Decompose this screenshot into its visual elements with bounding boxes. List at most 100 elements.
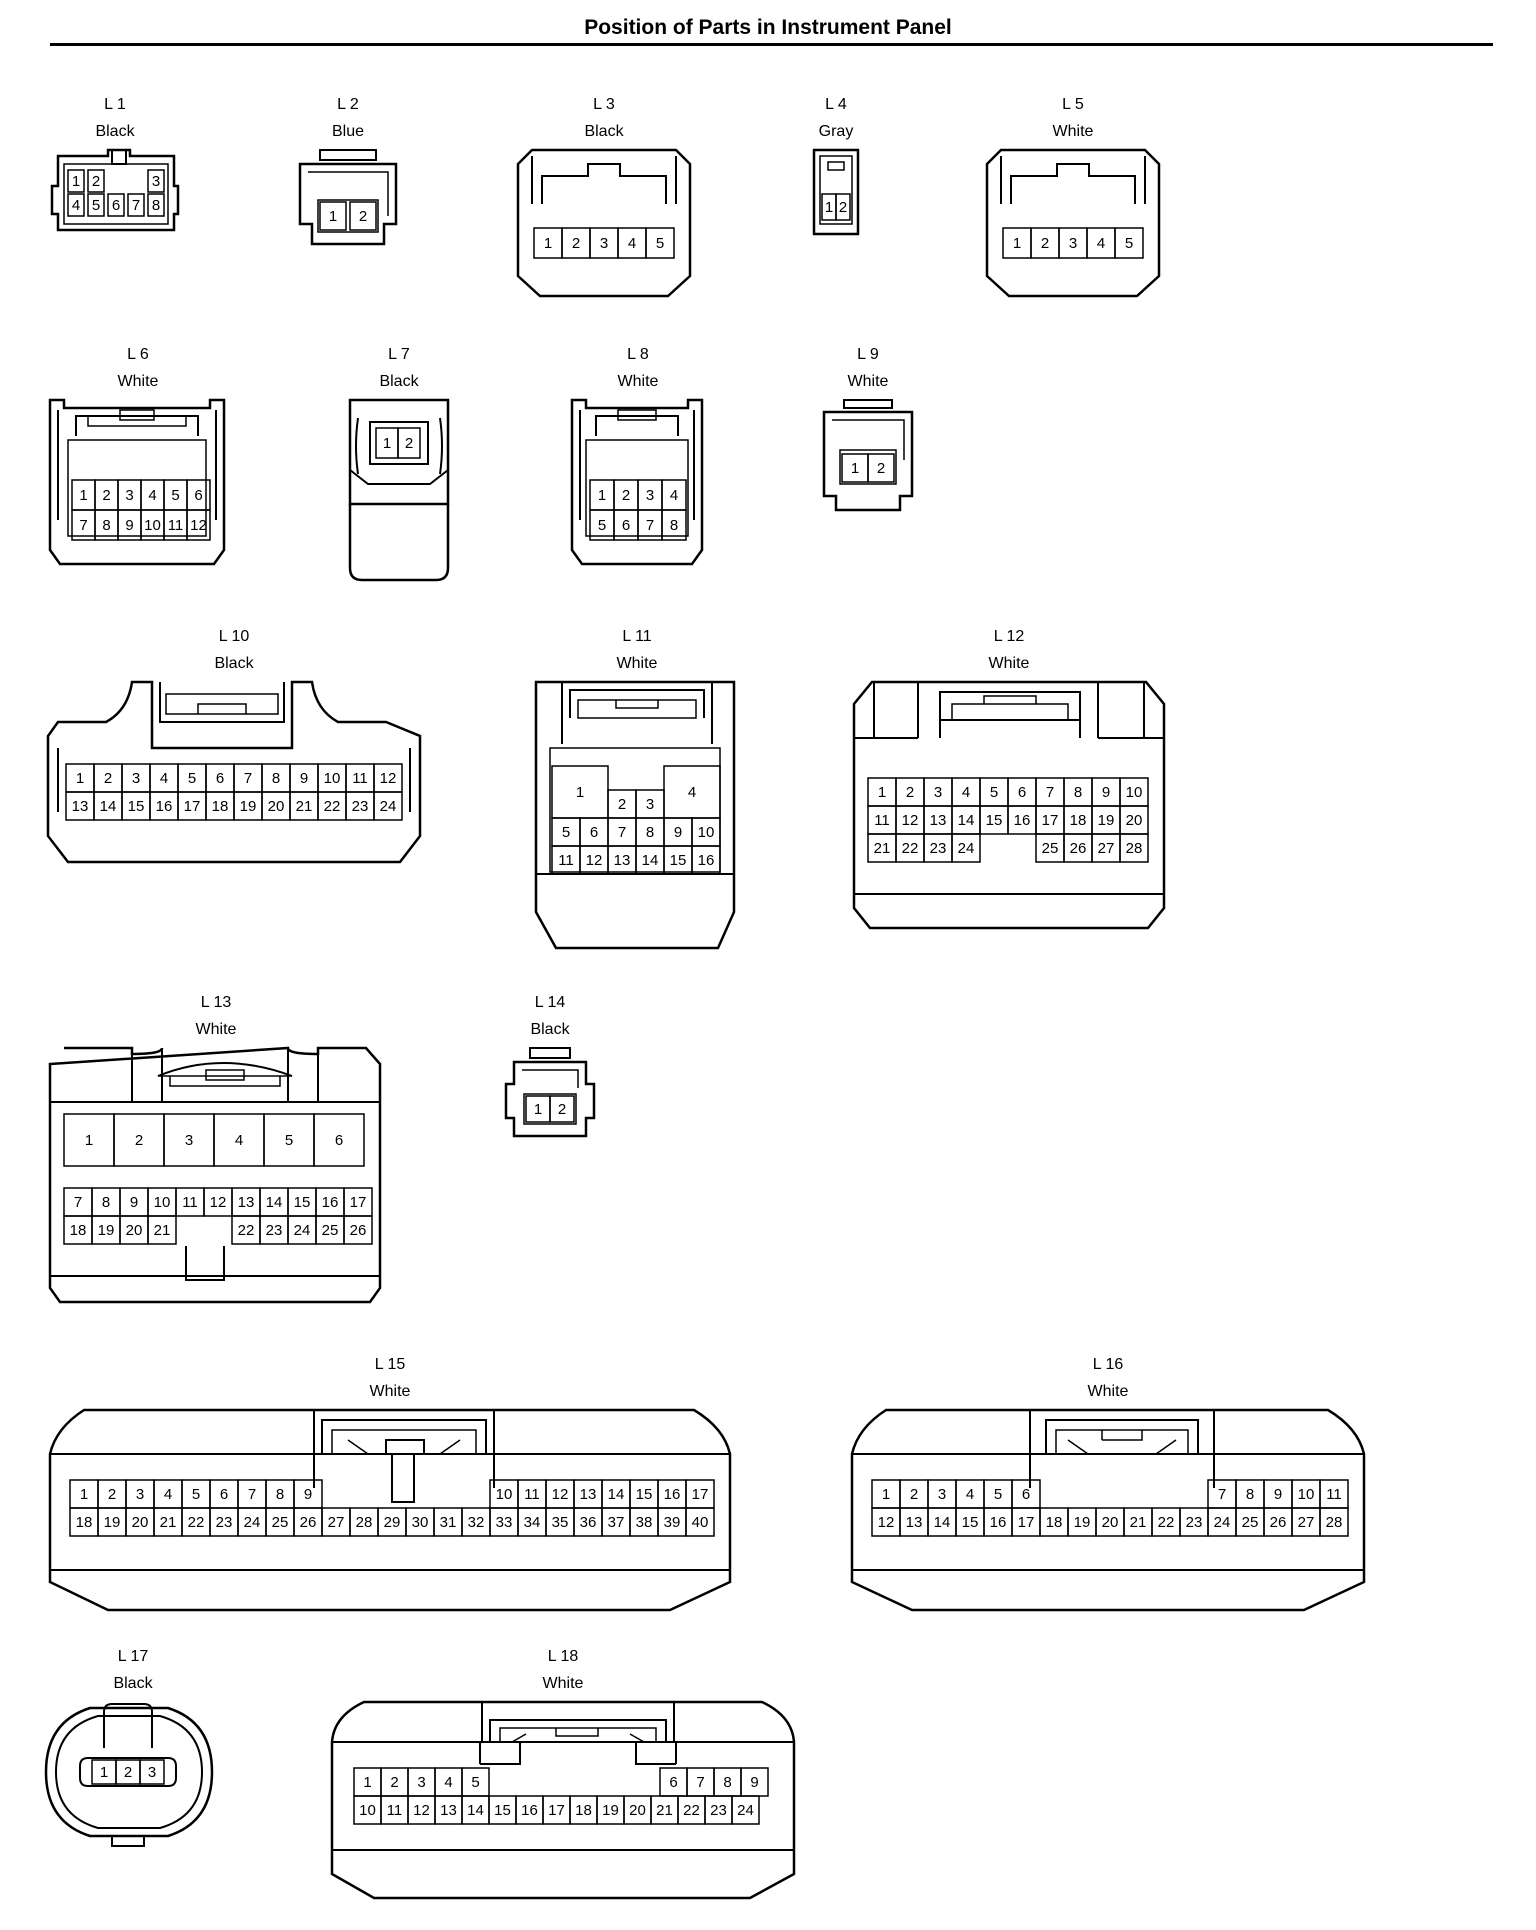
pin-number: 8 bbox=[1074, 784, 1082, 801]
pin-cell: 8 bbox=[635, 817, 665, 847]
pin-number: 9 bbox=[125, 517, 133, 534]
pin-number: 7 bbox=[618, 824, 626, 841]
pin-frame bbox=[867, 453, 895, 483]
pin-cell: 3 bbox=[1058, 227, 1088, 259]
pin-number: 14 bbox=[266, 1194, 283, 1211]
pin-number: 15 bbox=[128, 798, 145, 815]
pin-number: 1 bbox=[80, 1486, 88, 1503]
pin-cell: 6 bbox=[579, 817, 609, 847]
pin-number: 13 bbox=[238, 1194, 255, 1211]
pin-cell: 18 bbox=[1063, 805, 1093, 835]
pin-cell: 19 bbox=[1067, 1507, 1097, 1537]
pin-frame bbox=[835, 193, 851, 221]
pin-number: 15 bbox=[986, 812, 1003, 829]
pin-number: 8 bbox=[152, 197, 160, 214]
pin-number: 1 bbox=[878, 784, 886, 801]
pin-cell: 23 bbox=[704, 1795, 733, 1825]
pin-number: 24 bbox=[958, 840, 975, 857]
pin-cell: 19 bbox=[596, 1795, 625, 1825]
pin-frame bbox=[67, 193, 85, 217]
pin-number: 26 bbox=[1270, 1514, 1287, 1531]
pin-number: 3 bbox=[646, 487, 654, 504]
pin-number: 12 bbox=[878, 1514, 895, 1531]
pin-number: 16 bbox=[322, 1194, 339, 1211]
pin-number: 9 bbox=[130, 1194, 138, 1211]
pin-number: 14 bbox=[642, 852, 659, 869]
pin-number: 23 bbox=[930, 840, 947, 857]
pin-cell: 36 bbox=[573, 1507, 603, 1537]
pin-cell: 4 bbox=[1086, 227, 1116, 259]
pin-cell: 14 bbox=[951, 805, 981, 835]
pin-cell: 20 bbox=[261, 791, 291, 821]
pin-cell: 2 bbox=[349, 201, 377, 231]
pin-cell: 1 bbox=[353, 1767, 382, 1797]
pin-cell: 14 bbox=[259, 1187, 289, 1217]
pin-cell: 6 bbox=[107, 193, 125, 217]
pin-cell: 3 bbox=[635, 789, 665, 819]
pin-number: 20 bbox=[629, 1802, 646, 1819]
pin-frame bbox=[645, 227, 675, 259]
pin-number: 4 bbox=[688, 784, 696, 801]
pin-number: 2 bbox=[618, 796, 626, 813]
pin-cell: 7 bbox=[1035, 777, 1065, 807]
pin-cell: 3 bbox=[407, 1767, 436, 1797]
pin-cell: 10 bbox=[317, 763, 347, 793]
pin-cell: 1 bbox=[91, 1759, 117, 1785]
connector-id: L 14 bbox=[534, 994, 566, 1011]
pin-number: 10 bbox=[324, 770, 341, 787]
pin-cell: 1 bbox=[871, 1479, 901, 1509]
pin-number: 25 bbox=[272, 1514, 289, 1531]
pin-number: 5 bbox=[990, 784, 998, 801]
pin-number: 2 bbox=[92, 173, 100, 190]
pin-cell: 9 bbox=[119, 1187, 149, 1217]
pin-number: 40 bbox=[692, 1514, 709, 1531]
pin-cell: 3 bbox=[589, 227, 619, 259]
connector-id: L 3 bbox=[593, 96, 615, 113]
pin-number: 5 bbox=[994, 1486, 1002, 1503]
pin-number: 2 bbox=[839, 199, 847, 216]
pin-cell: 21 bbox=[867, 833, 897, 863]
pin-cell: 27 bbox=[1091, 833, 1121, 863]
pin-cell: 10 bbox=[353, 1795, 382, 1825]
pin-cell: 24 bbox=[951, 833, 981, 863]
connector-color: Black bbox=[95, 123, 135, 140]
pin-number: 39 bbox=[664, 1514, 681, 1531]
pin-cell: 19 bbox=[97, 1507, 127, 1537]
pin-number: 27 bbox=[1298, 1514, 1315, 1531]
pin-number: 5 bbox=[171, 487, 179, 504]
pin-number: 18 bbox=[212, 798, 229, 815]
pin-number: 6 bbox=[216, 770, 224, 787]
pin-cell: 25 bbox=[1235, 1507, 1265, 1537]
pin-number: 1 bbox=[825, 199, 833, 216]
pin-cell: 18 bbox=[1039, 1507, 1069, 1537]
pin-cell: 2 bbox=[895, 777, 925, 807]
pin-number: 28 bbox=[356, 1514, 373, 1531]
pin-cell: 5 bbox=[1114, 227, 1144, 259]
pin-cell: 1 bbox=[65, 763, 95, 793]
pin-cell: 14 bbox=[93, 791, 123, 821]
pin-number: 12 bbox=[413, 1802, 430, 1819]
pin-cell: 3 bbox=[163, 1113, 215, 1167]
pin-number: 12 bbox=[586, 852, 603, 869]
pin-cell: 1 bbox=[319, 201, 347, 231]
pin-cell: 21 bbox=[153, 1507, 183, 1537]
pin-cell: 16 bbox=[515, 1795, 544, 1825]
pin-number: 2 bbox=[124, 1764, 132, 1781]
pin-number: 24 bbox=[244, 1514, 261, 1531]
pin-number: 16 bbox=[1014, 812, 1031, 829]
pin-cell: 15 bbox=[955, 1507, 985, 1537]
pin-cell: 6 bbox=[1007, 777, 1037, 807]
pin-cell: 20 bbox=[1119, 805, 1149, 835]
connector-id: L 12 bbox=[993, 628, 1025, 645]
pin-number: 33 bbox=[496, 1514, 513, 1531]
pin-cell: 5 bbox=[181, 1479, 211, 1509]
pin-cell: 25 bbox=[315, 1215, 345, 1245]
